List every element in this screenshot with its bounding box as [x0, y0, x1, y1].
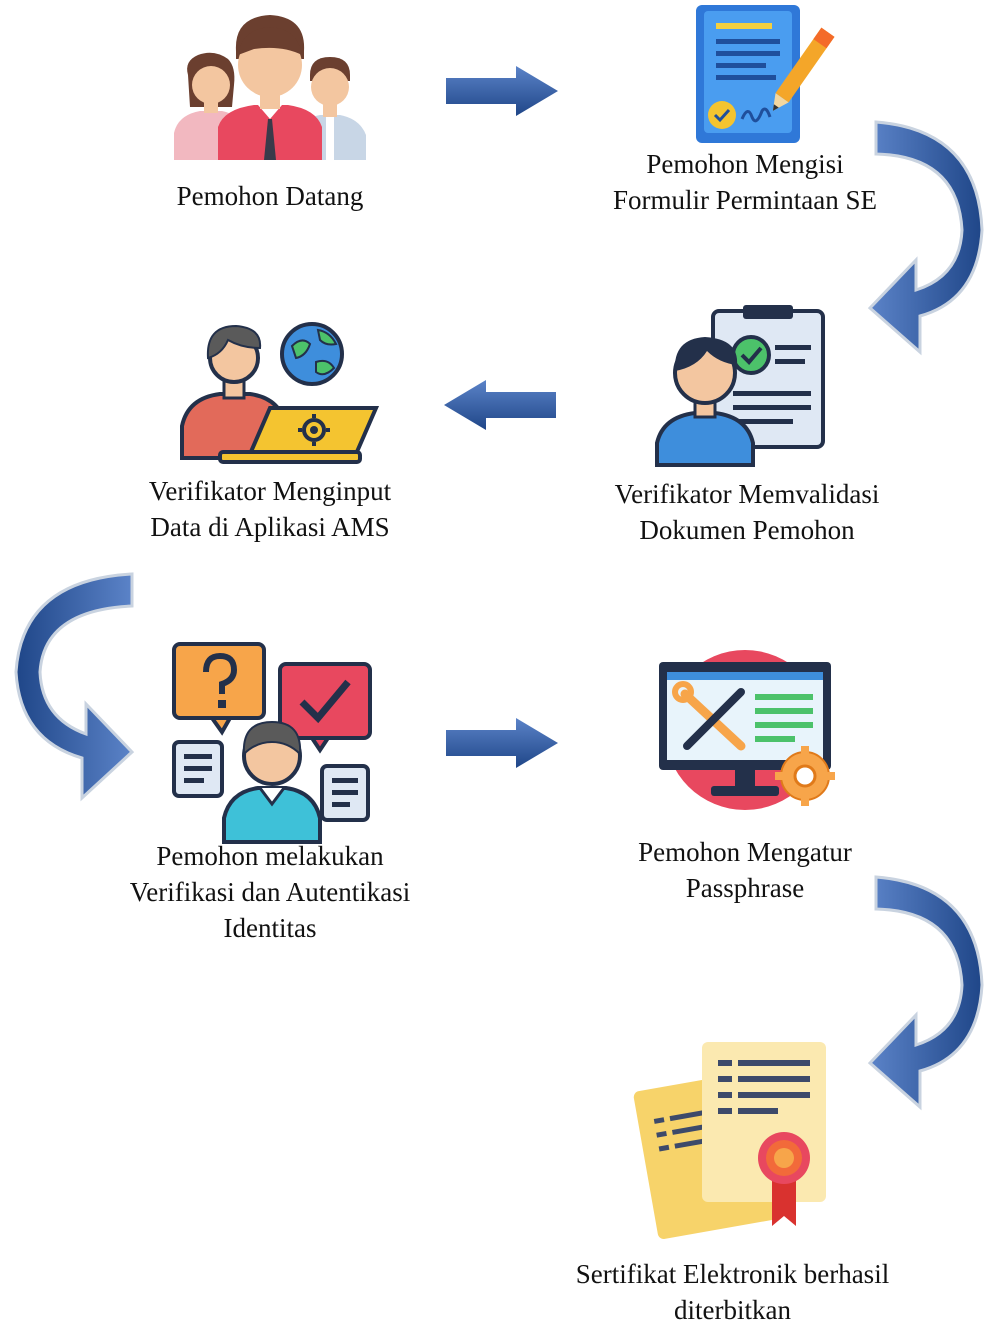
arrow-right-icon [446, 718, 558, 768]
curved-arrow-down-icon [867, 120, 984, 356]
step-4-label: Verifikator Menginput Data di Aplikasi A… [148, 476, 392, 542]
identity-verification-icon [172, 642, 372, 844]
step-3-label: Verifikator Memvalidasi Dokumen Pemohon [614, 479, 880, 545]
curved-arrow-down-icon [14, 572, 135, 802]
form-signing-icon [696, 5, 835, 143]
settings-monitor-icon [659, 650, 835, 810]
step-6-label: Pemohon Mengatur Passphrase [638, 837, 852, 903]
step-2-label: Pemohon Mengisi Formulir Permintaan SE [613, 149, 877, 215]
people-group-icon [174, 15, 366, 160]
step-5-label: Pemohon melakukan Verifikasi dan Autenti… [129, 841, 411, 943]
curved-arrow-down-icon [867, 875, 984, 1111]
step-1-label: Pemohon Datang [176, 181, 364, 211]
data-input-laptop-icon [180, 322, 380, 464]
arrow-right-icon [446, 66, 558, 116]
certificate-icon [633, 1042, 826, 1239]
step-7-label: Sertifikat Elektronik berhasil diterbitk… [575, 1259, 890, 1325]
document-validation-icon [655, 305, 825, 467]
arrow-left-icon [444, 380, 556, 430]
